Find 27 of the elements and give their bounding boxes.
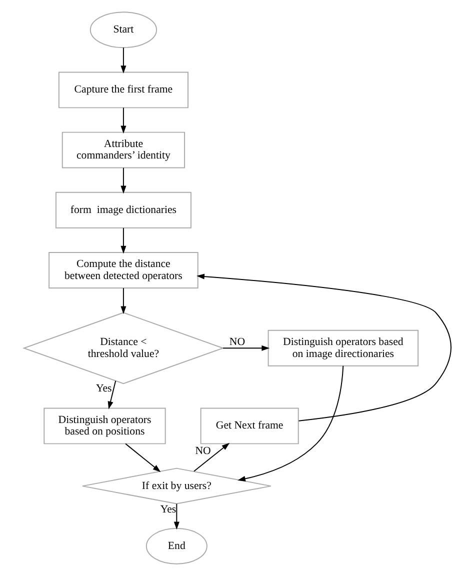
node-diamond: Distance < threshold value? <box>22 312 224 384</box>
arrow <box>222 345 270 351</box>
arrow <box>120 288 126 314</box>
node-box: form image dictionaries <box>54 192 191 228</box>
node-box: Distinguish operators based on positions <box>43 408 166 444</box>
node-ellipse: End <box>145 528 207 564</box>
edge-label: Yes <box>95 382 112 394</box>
node-box: Get Next frame <box>200 408 298 444</box>
node-box: Distinguish operators based on image directionaries <box>267 330 418 366</box>
arrow <box>237 365 344 482</box>
node-box: Compute the distance between detected operators <box>48 252 198 288</box>
edge-label: Yes <box>160 504 176 516</box>
arrow <box>196 274 451 422</box>
arrow <box>193 442 230 472</box>
edge-label: NO <box>228 336 245 348</box>
arrow <box>120 227 126 254</box>
node-diamond: If exit by users? <box>81 468 271 504</box>
node-box: Attribute commanders’ identity <box>61 132 185 168</box>
edge-label: NO <box>194 445 210 458</box>
arrow <box>173 503 179 530</box>
arrow <box>120 47 126 74</box>
arrow <box>120 167 126 194</box>
node-ellipse: Start <box>89 12 157 48</box>
node-box: Capture the first frame <box>58 72 188 108</box>
arrow <box>120 107 126 134</box>
arrow <box>107 380 116 410</box>
arrow <box>124 443 160 472</box>
